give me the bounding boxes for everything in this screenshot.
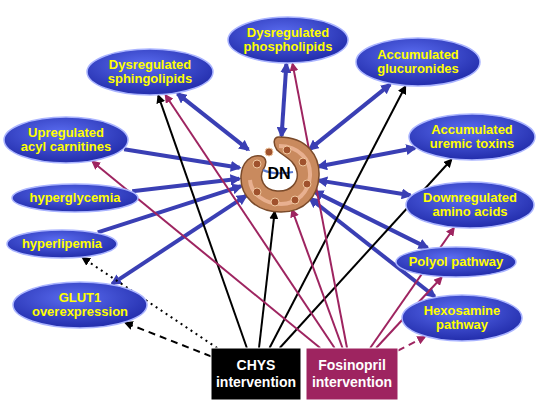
node-label: hyperlipemia xyxy=(16,237,108,251)
ellipse-outline xyxy=(87,49,213,95)
ellipse-outline xyxy=(12,184,138,212)
ellipse-outline xyxy=(396,247,516,277)
kidney-node: DN xyxy=(237,134,321,214)
metabolic-ellipse: Accumulated glucuronides xyxy=(355,37,481,87)
node-label: Upregulated acyl carnitines xyxy=(14,126,117,155)
intervention-box: CHYS intervention xyxy=(211,348,301,400)
node-label: Dysregulated sphingolipids xyxy=(98,58,203,87)
association-arrow xyxy=(318,180,410,195)
intervention-label: Fosinopril intervention xyxy=(311,357,394,392)
node-label: hyperglycemia xyxy=(23,191,128,205)
association-arrow xyxy=(318,148,415,167)
metabolic-ellipse: Dysregulated sphingolipids xyxy=(86,48,214,96)
ellipse-outline xyxy=(4,117,128,163)
intervention-arrow xyxy=(158,96,247,348)
ellipse-outline xyxy=(7,230,117,258)
ellipse-outline xyxy=(228,17,348,63)
intervention-arrow xyxy=(270,86,406,348)
node-label: Accumulated uremic toxins xyxy=(420,123,525,152)
node-label: Polyol pathway xyxy=(406,255,506,269)
intervention-arrow xyxy=(398,337,425,351)
intervention-arrow xyxy=(259,212,275,348)
node-label: Dysregulated phospholipids xyxy=(238,26,338,55)
ellipse-outline xyxy=(409,114,535,160)
metabolic-ellipse: Dysregulated phospholipids xyxy=(227,16,349,64)
ellipse-outline xyxy=(13,282,147,328)
kidney-label: DN xyxy=(267,165,290,183)
intervention-label: CHYS intervention xyxy=(216,357,297,392)
metabolic-ellipse: Accumulated uremic toxins xyxy=(408,113,536,161)
intervention-box: Fosinopril intervention xyxy=(306,348,398,400)
node-label: Accumulated glucuronides xyxy=(366,48,469,77)
metabolic-ellipse: Downregulated amino acids xyxy=(405,181,535,229)
box-outline xyxy=(211,348,301,400)
intervention-arrow xyxy=(125,323,211,357)
kidney-illustration xyxy=(241,137,319,212)
metabolic-ellipse: GLUT1 overexpression xyxy=(12,281,148,329)
association-arrow xyxy=(282,64,287,136)
metabolic-ellipse: hyperglycemia xyxy=(11,183,139,213)
metabolic-ellipse: hyperlipemia xyxy=(6,229,118,259)
ellipse-outline xyxy=(356,38,480,86)
intervention-arrow xyxy=(292,210,342,348)
association-arrow xyxy=(177,94,248,150)
ellipse-outline xyxy=(402,295,522,341)
ellipse-outline xyxy=(406,182,534,228)
node-label: GLUT1 overexpression xyxy=(24,291,136,320)
metabolic-ellipse: Polyol pathway xyxy=(395,246,517,278)
intervention-arrow xyxy=(166,95,335,348)
box-outline xyxy=(306,348,398,400)
node-label: Hexosamine pathway xyxy=(412,304,512,333)
metabolic-ellipse: Hexosamine pathway xyxy=(401,294,523,342)
metabolic-ellipse: Upregulated acyl carnitines xyxy=(3,116,129,164)
node-label: Downregulated amino acids xyxy=(417,191,524,220)
